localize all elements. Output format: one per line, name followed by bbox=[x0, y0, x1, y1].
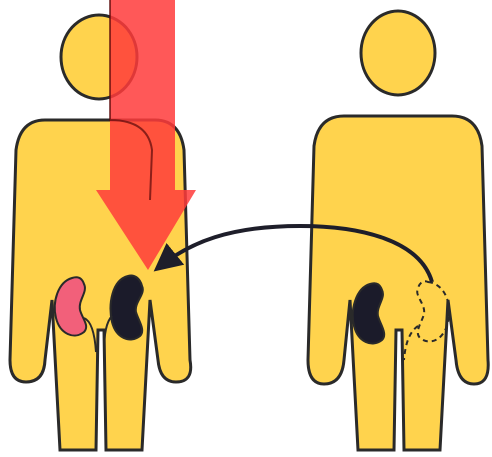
donor-figure bbox=[308, 11, 488, 450]
donor-body bbox=[308, 116, 488, 450]
donor-head bbox=[361, 11, 435, 95]
